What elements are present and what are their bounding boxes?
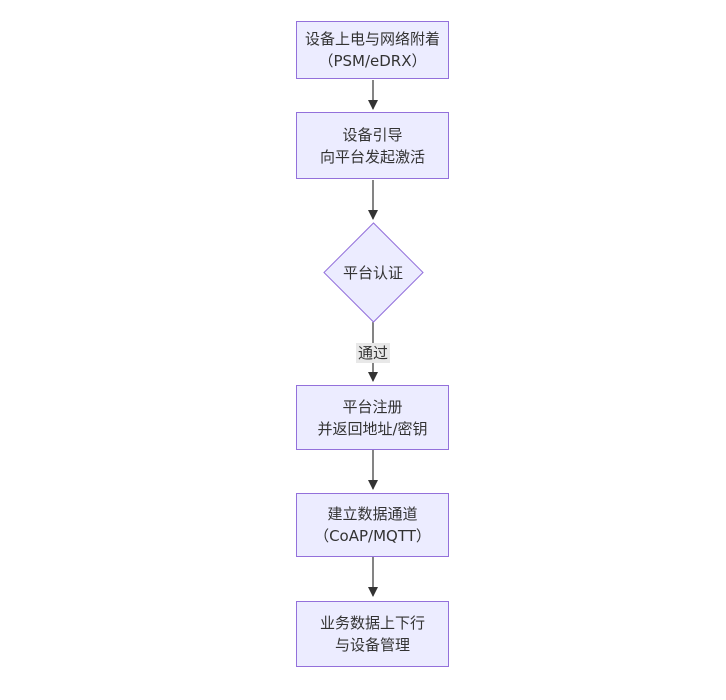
node-label-line: 向平台发起激活 xyxy=(319,147,425,166)
node-label-line: 并返回地址/密钥 xyxy=(317,419,428,438)
node-label-line: 设备引导 xyxy=(342,125,403,144)
node-power-network-attach: 设备上电与网络附着 （PSM/eDRX） xyxy=(296,21,449,79)
node-label-line: 设备上电与网络附着 xyxy=(304,30,440,48)
node-label-line: 与设备管理 xyxy=(334,636,410,654)
node-label-line: 建立数据通道 xyxy=(327,505,418,523)
node-business-data: 业务数据上下行 与设备管理 xyxy=(296,601,449,667)
node-label-line: 业务数据上下行 xyxy=(319,614,425,632)
node-data-channel: 建立数据通道 （CoAP/MQTT） xyxy=(296,493,449,557)
decision-platform-auth: 平台认证 xyxy=(322,221,424,323)
node-label-line: （PSM/eDRX） xyxy=(318,52,427,70)
edge-label-pass: 通过 xyxy=(355,343,391,363)
node-label-line: （CoAP/MQTT） xyxy=(314,527,431,545)
node-platform-register: 平台注册 并返回地址/密钥 xyxy=(296,385,449,450)
node-label-line: 平台注册 xyxy=(342,397,403,416)
node-device-bootstrap: 设备引导 向平台发起激活 xyxy=(296,112,449,179)
decision-label: 平台认证 xyxy=(342,263,403,282)
